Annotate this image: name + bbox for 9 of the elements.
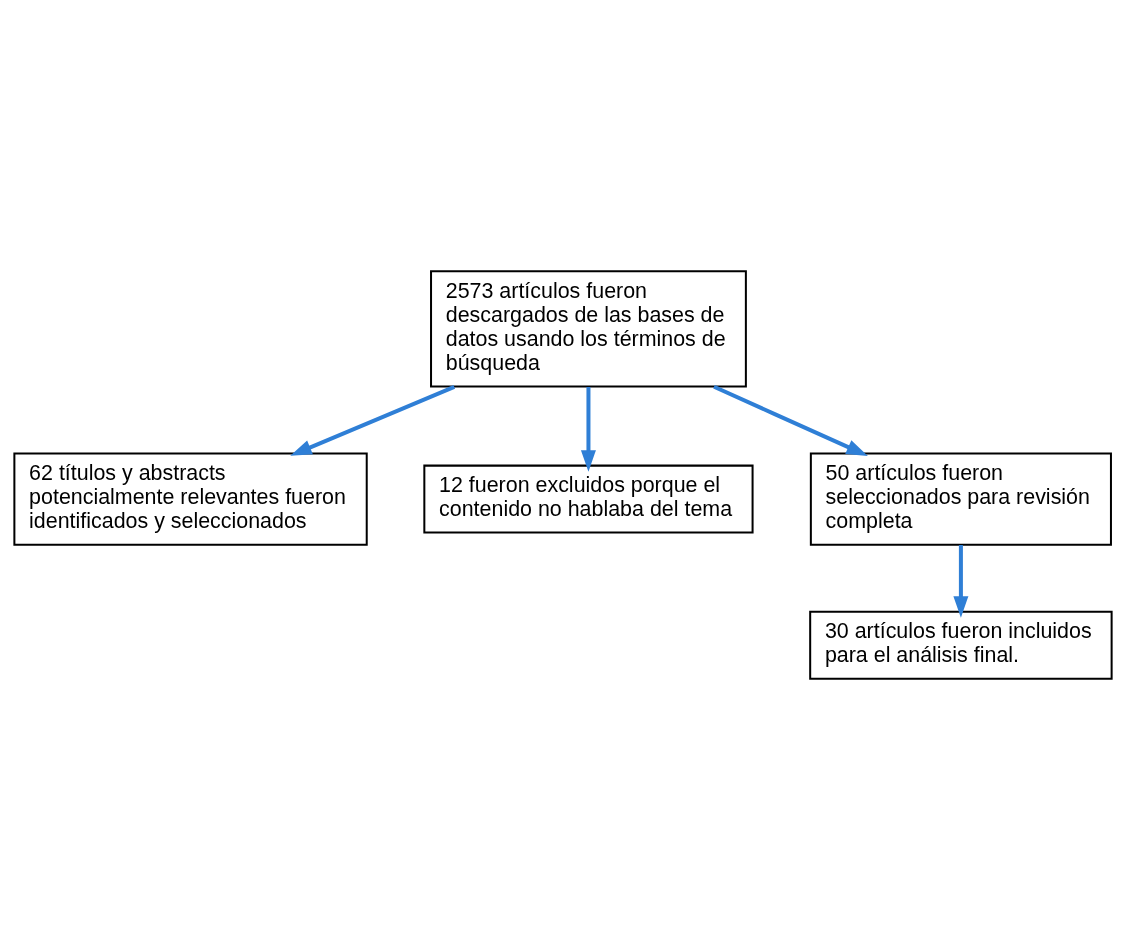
arrow xyxy=(713,384,868,456)
arrow xyxy=(580,387,596,472)
arrow xyxy=(290,384,456,456)
node-box: 30 artículos fueron incluidos para el análisis final. xyxy=(809,610,1113,680)
node-box: 12 fueron excluidos porque el contenido no hablaba del tema xyxy=(423,464,754,534)
node-box: 50 artículos fueron seleccionados para revisión completa xyxy=(809,452,1112,546)
node-box: 2573 artículos fueron descargados de las bases de datos usando los términos de búsqueda xyxy=(430,270,747,388)
node-box: 62 títulos y abstracts potencialmente relevantes fueron identificados y seleccionados xyxy=(13,452,368,546)
arrow xyxy=(953,545,969,618)
